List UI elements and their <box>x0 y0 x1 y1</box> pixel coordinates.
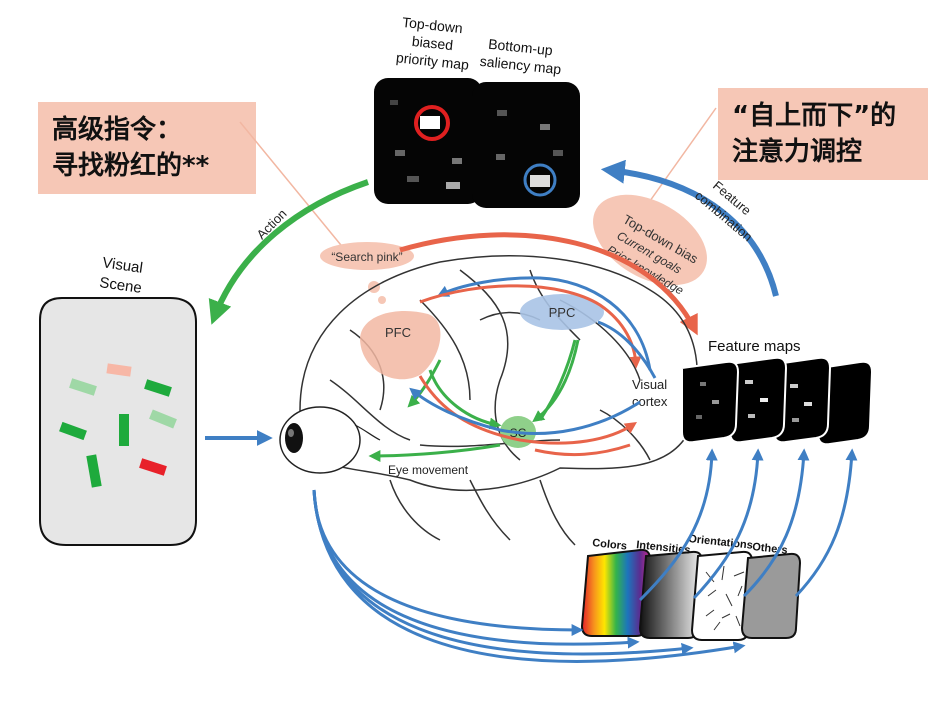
red-lower-arc <box>418 375 637 445</box>
red-arc-top <box>419 284 642 369</box>
intensities-to-feature-maps-arrow <box>692 448 764 600</box>
orientations-label: Orientations <box>688 533 754 552</box>
feature-combination-arrow <box>600 159 779 297</box>
callout-right-connector <box>639 107 717 216</box>
search-pink-label: “Search pink” <box>331 250 402 264</box>
top-down-bias-bubble <box>593 194 707 286</box>
callout-left-line2: 寻找粉红的** <box>52 151 210 181</box>
callout-right-line1: “自上而下”的 <box>732 101 897 131</box>
eye-to-colors-arrow <box>312 489 584 636</box>
visual-scene-title-1: Visual <box>101 254 144 276</box>
red-sc-to-cortex <box>534 443 631 457</box>
bottom-up-saliency-map <box>472 82 580 208</box>
top-down-priority-map <box>374 78 482 204</box>
search-pink-thought-bubble <box>320 242 414 304</box>
top-down-map-title-2: biased <box>411 33 454 53</box>
visual-scene-title-2: Scene <box>98 274 142 297</box>
colors-to-feature-maps-arrow <box>638 448 718 602</box>
callout-left-line1: 高级指令： <box>52 115 183 145</box>
visual-cortex-label-1: Visual <box>632 377 667 392</box>
ppc-region <box>520 294 604 330</box>
pfc-region <box>360 311 441 380</box>
green-pfc-to-sc <box>428 369 502 430</box>
eye <box>279 406 381 474</box>
eye-movement-label: Eye movement <box>388 463 469 477</box>
callout-right-line2: 注意力调控 <box>732 137 863 167</box>
blue-arc-top <box>436 276 652 371</box>
eye-movement-arrow <box>368 443 501 462</box>
eye-to-others-arrow <box>312 489 746 663</box>
blue-lower-arc <box>409 387 641 436</box>
feature-maps-stack <box>681 356 874 446</box>
visual-cortex-label-2: cortex <box>632 394 668 409</box>
visual-scene-card <box>39 297 197 546</box>
bottom-up-map-title-1: Bottom-up <box>488 36 554 59</box>
top-down-red-arc <box>399 232 698 336</box>
feature-maps-title: Feature maps <box>708 338 801 355</box>
orientations-to-feature-maps-arrow <box>742 448 810 598</box>
others-channel-card <box>740 552 802 639</box>
top-down-map-title-1: Top-down <box>402 14 464 36</box>
callout-top-down-attention: “自上而下”的 注意力调控 <box>718 88 928 180</box>
green-ppc-to-sc <box>532 339 580 423</box>
blue-arc-ppc <box>597 320 657 379</box>
ppc-label: PPC <box>549 305 576 320</box>
callout-left-connector <box>239 121 346 251</box>
top-down-map-title-3: priority map <box>395 49 470 73</box>
callout-high-level-instruction: 高级指令： 寻找粉红的** <box>38 102 256 194</box>
colors-label: Colors <box>592 537 628 553</box>
green-sc-up <box>538 339 577 421</box>
intensities-label: Intensities <box>636 539 691 557</box>
action-arrow <box>208 179 369 325</box>
pfc-label: PFC <box>385 325 411 340</box>
others-to-feature-maps-arrow <box>794 448 858 598</box>
